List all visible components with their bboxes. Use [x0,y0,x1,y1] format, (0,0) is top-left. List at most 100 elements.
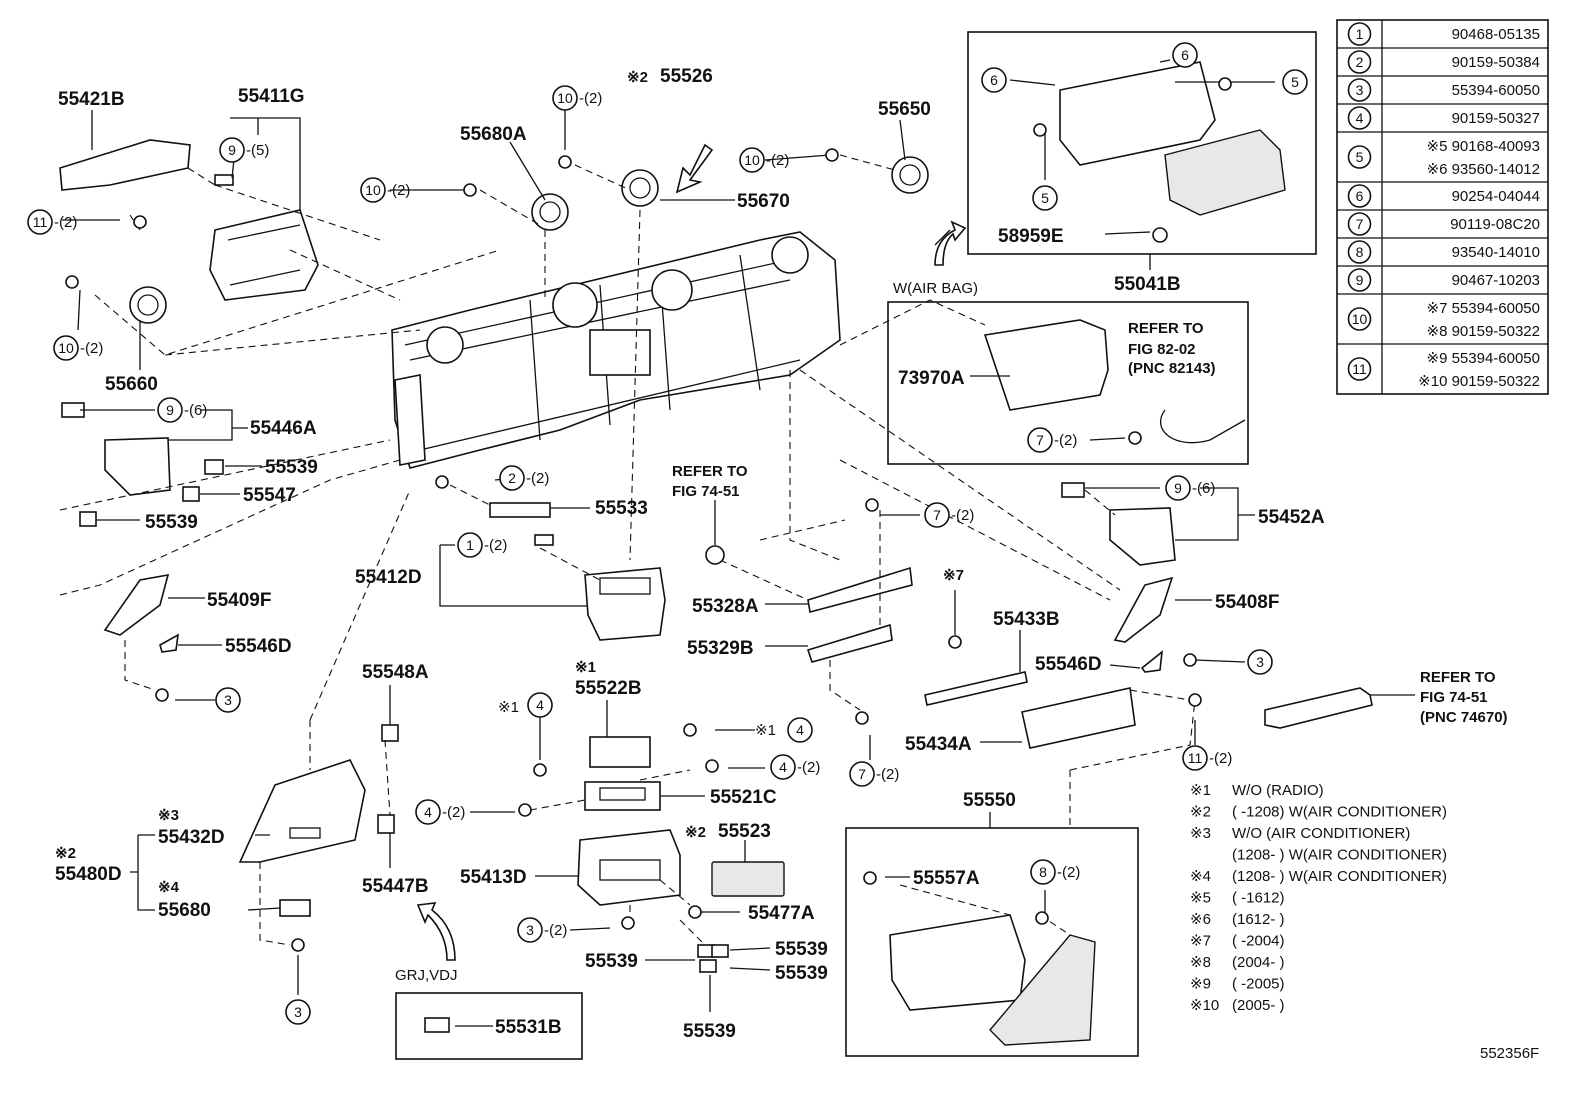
bolt-icon [133,215,147,229]
label-55328A: 55328A [692,596,759,617]
part-55432D-shape [238,759,366,863]
arrow-airbag-icon [934,220,967,266]
svg-text:-(2): -(2) [951,507,974,524]
svg-text:-(6): -(6) [1192,480,1215,497]
svg-text:9: 9 [1174,480,1182,496]
label-55521C: 55521C [710,787,777,808]
svg-text:-(2): -(2) [1057,864,1080,881]
svg-text:10: 10 [58,340,74,356]
callouts: 9 -(5) 11 -(2) 10 -(2) 10 -(2) 10 -(2) 1… [27,42,1308,1025]
part-55522B-shape [589,736,651,768]
svg-text:-(2): -(2) [387,182,410,199]
svg-text:-(2): -(2) [876,766,899,783]
part-55329B-shape [806,623,893,663]
svg-text:(1208- ) W(AIR CONDITION: (1208- ) W(AIR CONDITIONER) [1232,868,1447,885]
svg-text:※10: ※10 [1190,997,1219,1014]
assembly-lines [59,154,1196,946]
label-55539: 55539 [145,512,198,533]
svg-text:-(2): -(2) [766,152,789,169]
svg-text:REFER TO: REFER TO [1420,669,1496,686]
bolt-icon [65,275,79,289]
table-ref: 1 [1356,26,1364,42]
bolt-icon [463,183,477,197]
part-55421B-shape [59,139,191,191]
part-55680A-shape [531,193,569,231]
table-part-number: 90159-50384 [1452,54,1540,71]
table-part-number: 55394-60050 [1452,82,1540,99]
svg-text:-(2): -(2) [1054,432,1077,449]
arrow-grjvdj-icon [416,902,456,961]
svg-text:※9: ※9 [1190,976,1211,993]
part-55446A-shape [61,402,224,527]
label-w-airbag: W(AIR BAG) [893,280,978,297]
svg-text:(2004- ): (2004- ) [1232,954,1285,971]
bolt-icon [683,723,697,737]
glove-box [845,827,1139,1057]
part-55328A-shape [807,566,913,613]
svg-text:※5: ※5 [1190,890,1211,907]
svg-text:※2: ※2 [627,69,648,86]
footnote-item: ※6(1612- ) [1190,911,1285,928]
part-55411G-shape [209,174,319,301]
fastener-icons [65,77,1232,952]
part-55670-shape [621,169,659,207]
bolt-icon [1035,911,1049,925]
part-55531B-shape [424,1017,450,1033]
table-row: 11※9 55394-60050※10 90159-50322 [1337,343,1548,390]
table-part-number: ※5 90168-40093 [1427,138,1541,155]
part-55452A-shape [1061,482,1176,566]
svg-text:1: 1 [466,537,474,553]
part-55531B-box [395,992,583,1060]
clip-icon [863,871,877,885]
bolt-icon [1218,77,1232,91]
svg-text:( -1208) W(AIR CONDITIONE: ( -1208) W(AIR CONDITIONER) [1232,804,1447,821]
svg-text:※2: ※2 [1190,804,1211,821]
arrow-icons [416,143,967,961]
bolt-icon [518,803,532,817]
svg-text:W/O (AIR CONDITIONER): W/O (AIR CONDITIONER) [1232,825,1410,842]
airbag-door-shape [1059,61,1286,216]
table-ref: 2 [1356,54,1364,70]
svg-text:※7: ※7 [1190,933,1211,950]
label-55411G: 55411G [238,86,305,107]
table-row: 5 ※5 90168-40093 ※6 93560-14012 [1337,131,1548,178]
table-part-number: ※6 93560-14012 [1427,161,1541,178]
table-row: 2 90159-50384 [1337,47,1548,74]
svg-text:-(2): -(2) [1209,750,1232,767]
table-part-number: ※8 90159-50322 [1427,323,1541,340]
figure-id: 552356F [1480,1045,1539,1062]
label-55434A: 55434A [905,734,972,755]
footnote-item: ※2 ( -1208) W(AIR CONDITIONER) [1190,804,1447,821]
footnote-item: ※7( -2004) [1190,933,1285,950]
svg-text:※2: ※2 [685,824,706,841]
label-55550: 55550 [963,790,1016,811]
part-labels: 55421B 55411G 55680A ※2 55526 55670 5565… [55,66,1539,1062]
label-55480D: 55480D [55,864,122,885]
table-ref: 5 [1356,149,1364,165]
label-55452A: 55452A [1258,507,1325,528]
part-55447B-shape [377,814,395,834]
footnote-item: ※8(2004- ) [1190,954,1285,971]
svg-text:※2: ※2 [55,845,76,862]
svg-text:※1: ※1 [575,659,596,676]
table-part-number: 93540-14010 [1452,244,1540,261]
svg-text:※1: ※1 [755,722,776,739]
table-part-number: 90119-08C20 [1450,216,1540,233]
part-55413D-shape [577,829,681,906]
footnote-item: ※5( -1612) [1190,890,1285,907]
table-ref: 9 [1356,272,1364,288]
label-55546D: 55546D [1035,654,1102,675]
svg-text:-(2): -(2) [54,214,77,231]
bolt-icon [705,759,719,773]
label-55680: 55680 [158,900,211,921]
instrument-panel-frame [391,231,841,469]
svg-text:※4: ※4 [1190,868,1211,885]
table-ref: 7 [1356,216,1364,232]
label-55421B: 55421B [58,89,125,110]
